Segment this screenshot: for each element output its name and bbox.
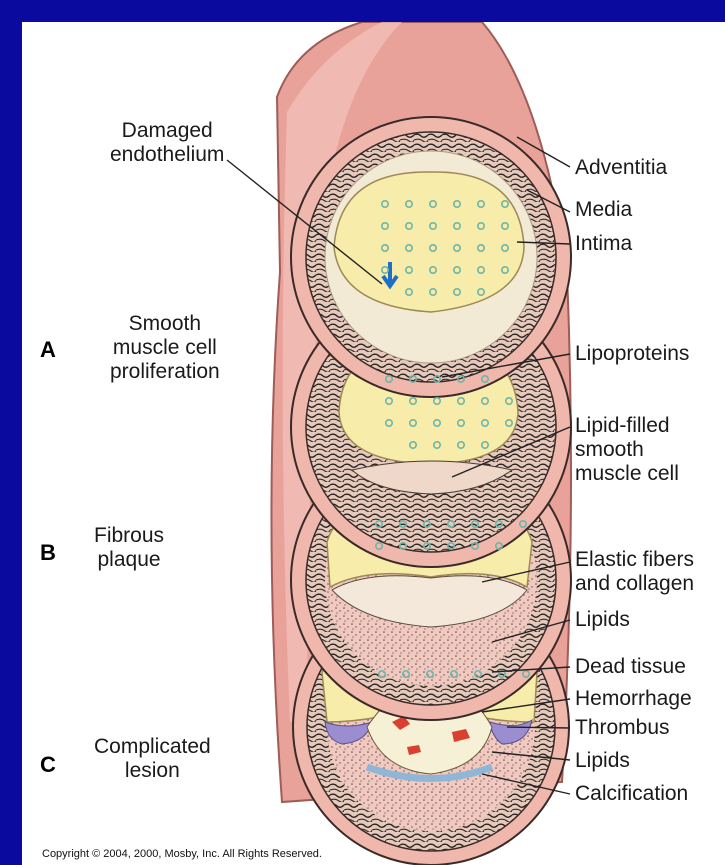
lumen-top — [334, 172, 524, 312]
figure-panel: Damaged endothelium A Smooth muscle cell… — [22, 22, 725, 865]
lipoproteins-label: Lipoproteins — [575, 342, 689, 366]
stage-a-label: Smooth muscle cell proliferation — [110, 312, 220, 384]
media-label: Media — [575, 198, 632, 222]
thrombus-label: Thrombus — [575, 716, 670, 740]
lipids-c-label: Lipids — [575, 749, 630, 773]
calcification-label: Calcification — [575, 782, 688, 806]
lipid-filled-cell-label: Lipid-filled smooth muscle cell — [575, 414, 679, 486]
elastic-fibers-label: Elastic fibers and collagen — [575, 548, 694, 596]
hemorrhage-label: Hemorrhage — [575, 687, 692, 711]
adventitia-label: Adventitia — [575, 156, 667, 180]
stage-letter-a: A — [40, 337, 56, 363]
stage-b-label: Fibrous plaque — [94, 524, 164, 572]
stage-letter-c: C — [40, 752, 56, 778]
stage-c-label: Complicated lesion — [94, 735, 211, 783]
ring-top — [291, 117, 571, 397]
dead-tissue-label: Dead tissue — [575, 655, 686, 679]
stage-letter-b: B — [40, 540, 56, 566]
damaged-endothelium-label: Damaged endothelium — [110, 119, 224, 167]
lipids-b-label: Lipids — [575, 608, 630, 632]
intima-label: Intima — [575, 232, 632, 256]
copyright-notice: Copyright © 2004, 2000, Mosby, Inc. All … — [42, 848, 322, 860]
